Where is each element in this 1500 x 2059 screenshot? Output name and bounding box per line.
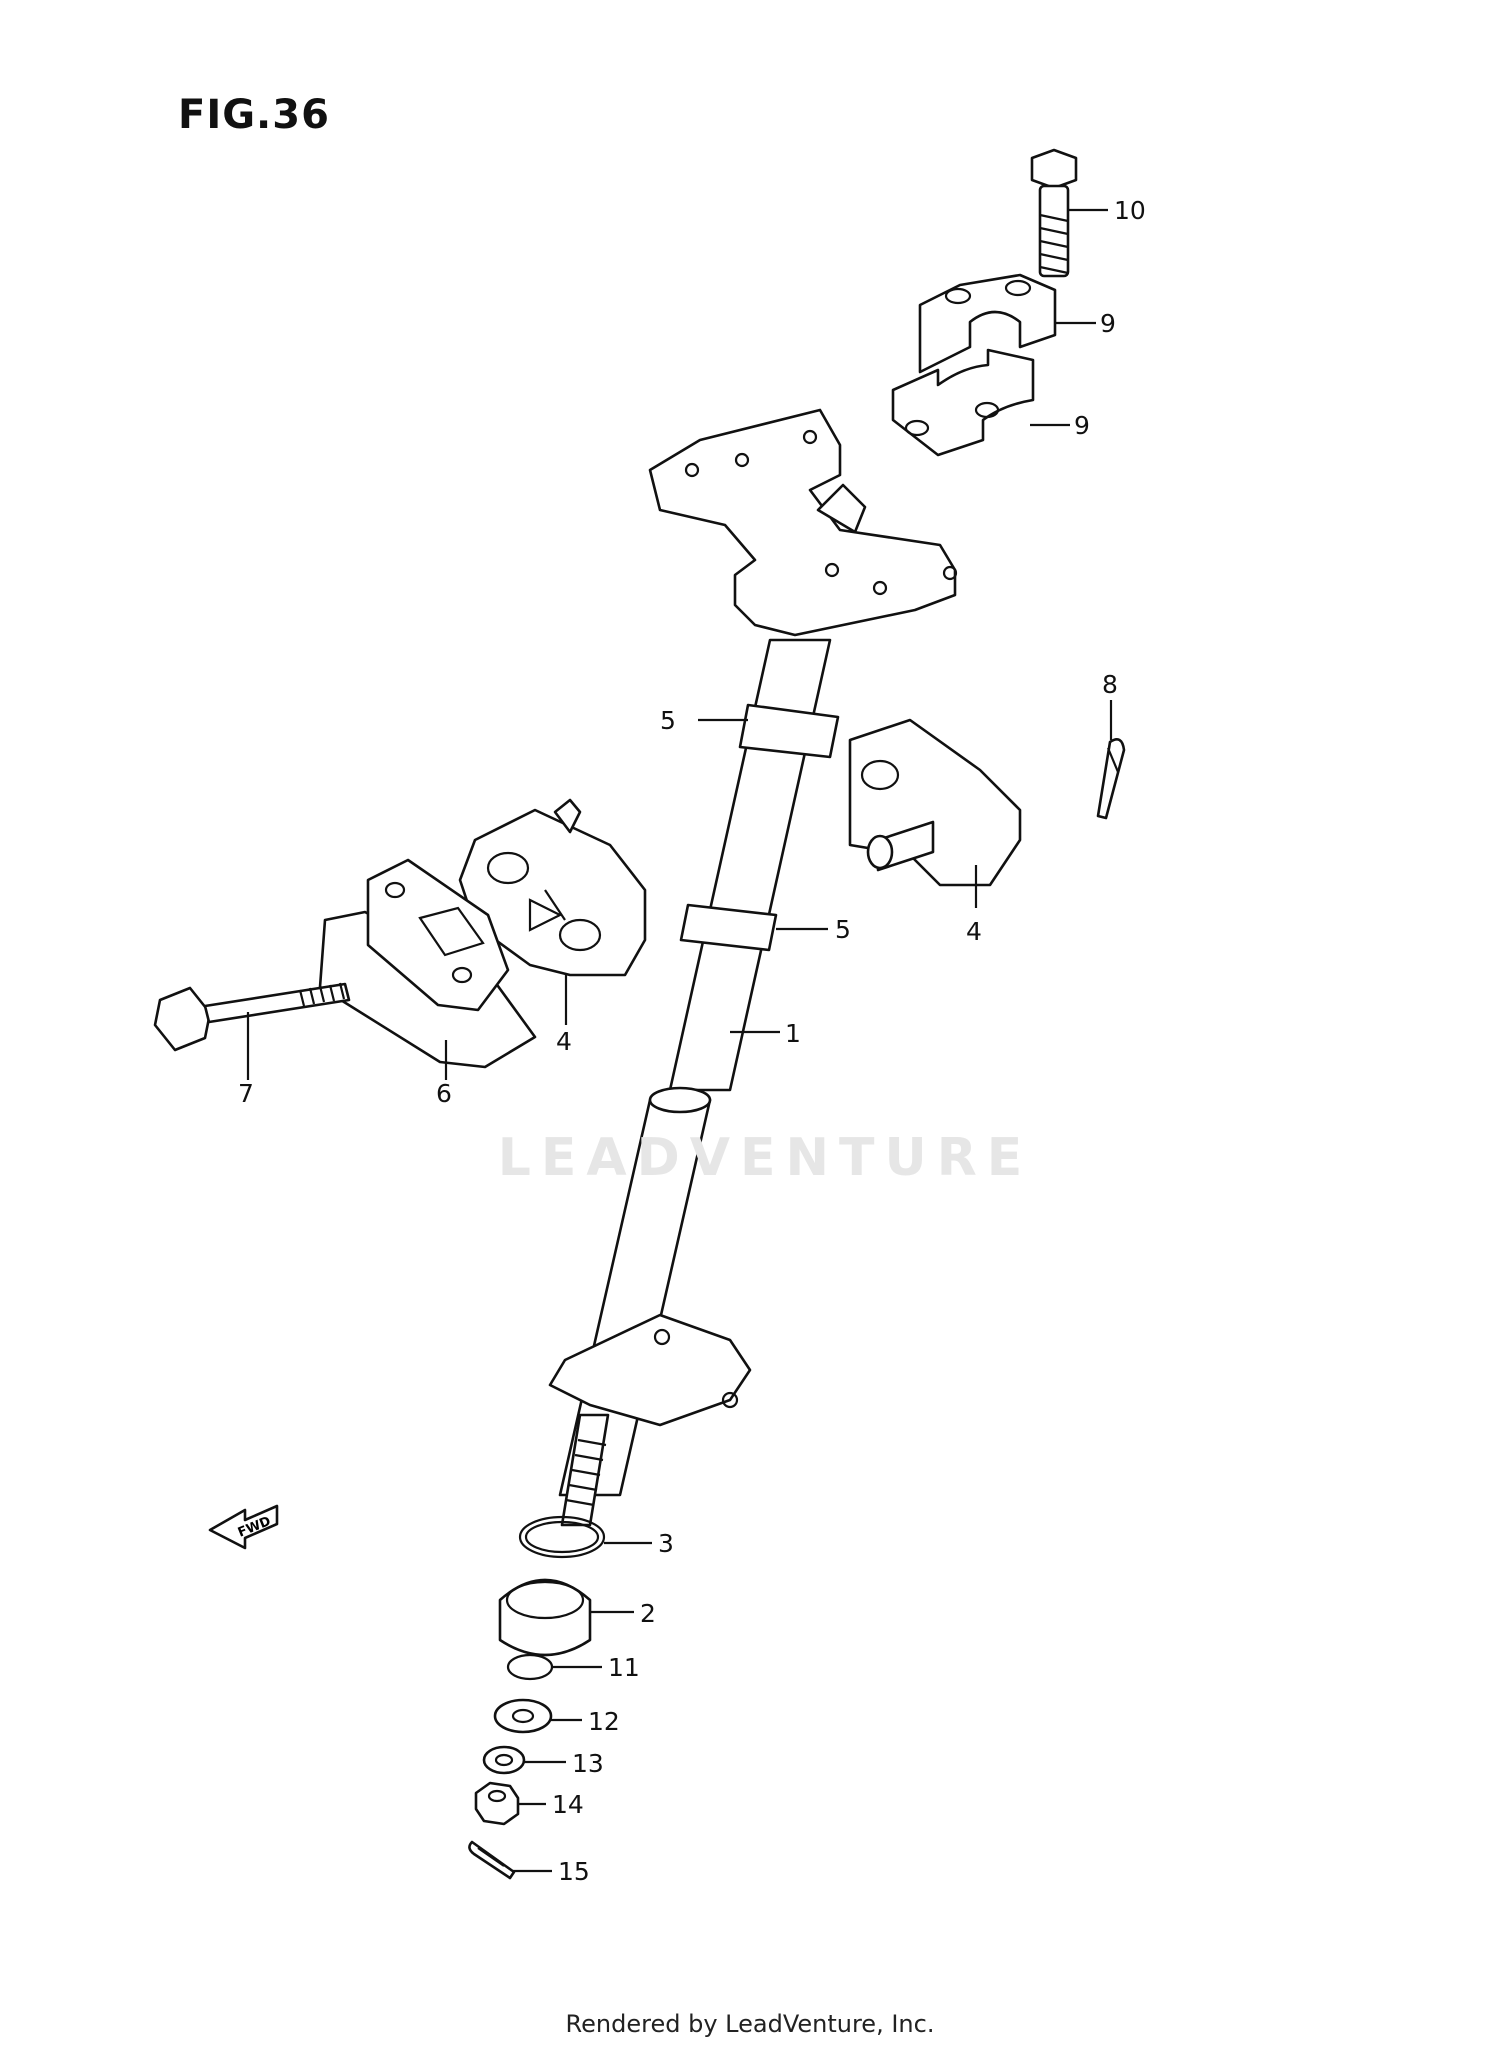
callout-6: 6	[436, 1079, 452, 1108]
callout-4a: 4	[556, 1027, 572, 1056]
part-13-lock-washer[interactable]	[482, 1745, 526, 1775]
callout-5a: 5	[660, 706, 676, 735]
callout-14: 14	[552, 1790, 584, 1819]
part-10-bolt[interactable]	[1030, 148, 1078, 278]
part-14-nut[interactable]	[474, 1781, 520, 1826]
callout-9a: 9	[1100, 309, 1116, 338]
part-9-lower-holder[interactable]	[891, 348, 1035, 457]
part-15-cotter-pin[interactable]	[468, 1840, 516, 1880]
callout-7: 7	[238, 1079, 254, 1108]
callout-10: 10	[1114, 196, 1146, 225]
callout-2: 2	[640, 1599, 656, 1628]
fwd-arrow: FWD	[208, 1504, 279, 1550]
callout-15: 15	[558, 1857, 590, 1886]
callout-5b: 5	[835, 915, 851, 944]
callout-9b: 9	[1074, 411, 1090, 440]
part-9-upper-holder[interactable]	[918, 273, 1057, 374]
part-12-washer[interactable]	[493, 1698, 553, 1734]
callout-4b: 4	[966, 917, 982, 946]
figure-title: FIG.36	[178, 92, 330, 138]
footer-credit: Rendered by LeadVenture, Inc.	[565, 2010, 935, 2038]
callout-12: 12	[588, 1707, 620, 1736]
watermark: LEADVENTURE	[497, 1128, 1033, 1188]
callout-1: 1	[785, 1019, 801, 1048]
callout-11: 11	[608, 1653, 640, 1682]
part-7-long-bolt[interactable]	[153, 982, 351, 1052]
part-11-o-ring[interactable]	[506, 1653, 554, 1681]
callout-13: 13	[572, 1749, 604, 1778]
part-3-snap-ring[interactable]	[518, 1515, 606, 1559]
part-8-cotter-pin[interactable]	[1096, 738, 1126, 820]
callout-8: 8	[1102, 670, 1118, 699]
part-4-right-holder[interactable]	[848, 718, 1022, 887]
part-2-bushing[interactable]	[498, 1578, 592, 1657]
part-1-steering-shaft[interactable]	[548, 408, 958, 1527]
callout-3: 3	[658, 1529, 674, 1558]
